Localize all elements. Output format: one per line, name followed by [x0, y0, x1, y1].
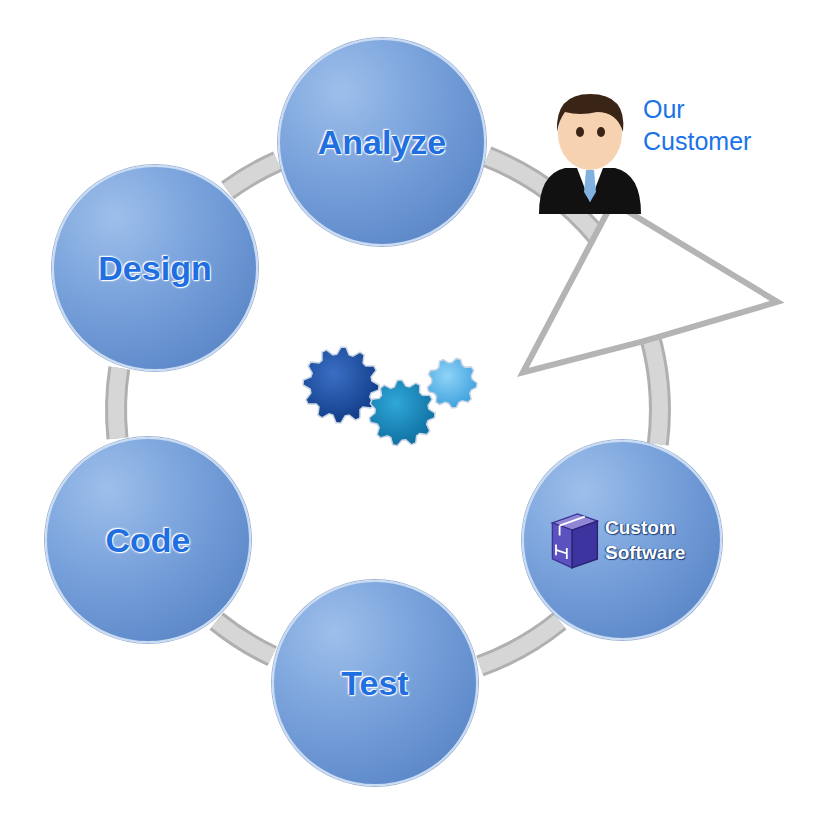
ring-connector	[480, 621, 560, 666]
arrow-head	[523, 202, 777, 372]
gear	[303, 347, 379, 423]
ring-band	[116, 368, 119, 438]
process-circle: Design	[52, 165, 258, 371]
ring-band	[480, 621, 560, 666]
gears-icon	[300, 335, 490, 455]
customer-label: Our Customer	[643, 93, 793, 157]
process-circle: Custom Software	[522, 440, 722, 640]
node-label: Design	[98, 249, 211, 288]
gear	[369, 380, 435, 446]
process-circle: Analyze	[278, 38, 486, 246]
ring-band	[217, 621, 273, 656]
node-label: Analyze	[318, 123, 447, 162]
process-circle: Test	[272, 580, 478, 786]
box-icon	[547, 508, 601, 572]
ring-connector	[228, 162, 278, 191]
ring-band	[116, 368, 119, 438]
ring-band	[480, 621, 560, 666]
ring-band	[228, 162, 278, 191]
ring-connector	[116, 368, 119, 438]
ring-connector	[487, 157, 777, 444]
node-label: Code	[106, 521, 191, 560]
node-label: Test	[341, 664, 408, 703]
ring-band	[228, 162, 278, 191]
ring-band	[217, 621, 273, 656]
gear	[427, 358, 477, 408]
process-circle: Code	[45, 437, 251, 643]
customer-icon	[535, 82, 645, 217]
node-label: Custom Software	[605, 515, 697, 565]
ring-connector	[217, 621, 273, 656]
